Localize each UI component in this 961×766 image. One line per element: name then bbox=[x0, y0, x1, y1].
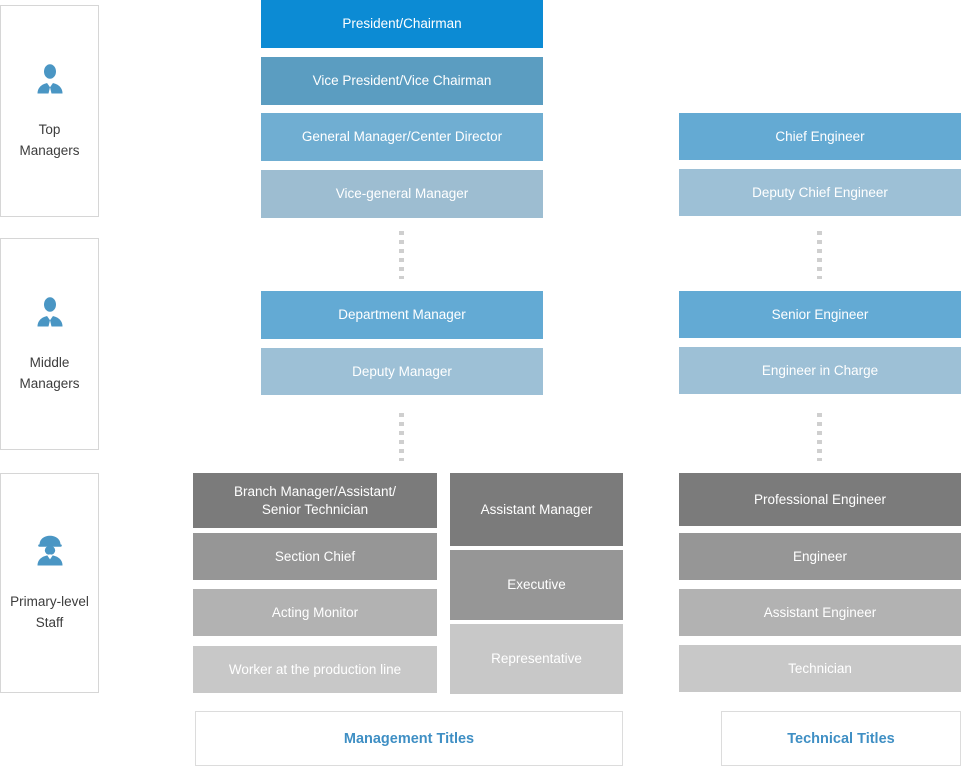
connector-technical-middle-to-low bbox=[817, 413, 822, 461]
sidebar-card-primary-level-staff[interactable]: Primary-level Staff bbox=[0, 473, 99, 693]
box-vice-general-manager[interactable]: Vice-general Manager bbox=[261, 170, 543, 218]
box-worker-at-the-production-line[interactable]: Worker at the production line bbox=[193, 646, 437, 693]
box-technician[interactable]: Technician bbox=[679, 645, 961, 692]
box-deputy-manager[interactable]: Deputy Manager bbox=[261, 348, 543, 395]
box-executive[interactable]: Executive bbox=[450, 550, 623, 620]
sidebar-label-middle-managers: Middle Managers bbox=[19, 354, 80, 391]
box-engineer[interactable]: Engineer bbox=[679, 533, 961, 580]
box-general-manager-center-director[interactable]: General Manager/Center Director bbox=[261, 113, 543, 161]
box-branch-manager-assistant-senior-technician[interactable]: Branch Manager/Assistant/ Senior Technic… bbox=[193, 473, 437, 528]
caption-technical-titles[interactable]: Technical Titles bbox=[721, 711, 961, 766]
box-deputy-chief-engineer[interactable]: Deputy Chief Engineer bbox=[679, 169, 961, 216]
box-president-chairman[interactable]: President/Chairman bbox=[261, 0, 543, 48]
box-chief-engineer[interactable]: Chief Engineer bbox=[679, 113, 961, 160]
caption-management-titles[interactable]: Management Titles bbox=[195, 711, 623, 766]
sidebar-card-middle-managers[interactable]: Middle Managers bbox=[0, 238, 99, 450]
sidebar-label-primary-level-staff: Primary-level Staff bbox=[10, 593, 89, 630]
box-professional-engineer[interactable]: Professional Engineer bbox=[679, 473, 961, 526]
box-section-chief[interactable]: Section Chief bbox=[193, 533, 437, 580]
connector-technical-top-to-middle bbox=[817, 231, 822, 279]
worker-helmet-icon bbox=[33, 534, 67, 573]
box-engineer-in-charge[interactable]: Engineer in Charge bbox=[679, 347, 961, 394]
connector-management-middle-to-low bbox=[399, 413, 404, 461]
box-assistant-engineer[interactable]: Assistant Engineer bbox=[679, 589, 961, 636]
box-acting-monitor[interactable]: Acting Monitor bbox=[193, 589, 437, 636]
connector-management-top-to-middle bbox=[399, 231, 404, 279]
box-department-manager[interactable]: Department Manager bbox=[261, 291, 543, 339]
sidebar-label-top-managers: Top Managers bbox=[19, 121, 80, 158]
manager-person-icon bbox=[33, 295, 67, 334]
box-representative[interactable]: Representative bbox=[450, 624, 623, 694]
box-senior-engineer[interactable]: Senior Engineer bbox=[679, 291, 961, 338]
manager-person-icon bbox=[33, 62, 67, 101]
box-vice-president-vice-chairman[interactable]: Vice President/Vice Chairman bbox=[261, 57, 543, 105]
sidebar-card-top-managers[interactable]: Top Managers bbox=[0, 5, 99, 217]
box-assistant-manager[interactable]: Assistant Manager bbox=[450, 473, 623, 546]
